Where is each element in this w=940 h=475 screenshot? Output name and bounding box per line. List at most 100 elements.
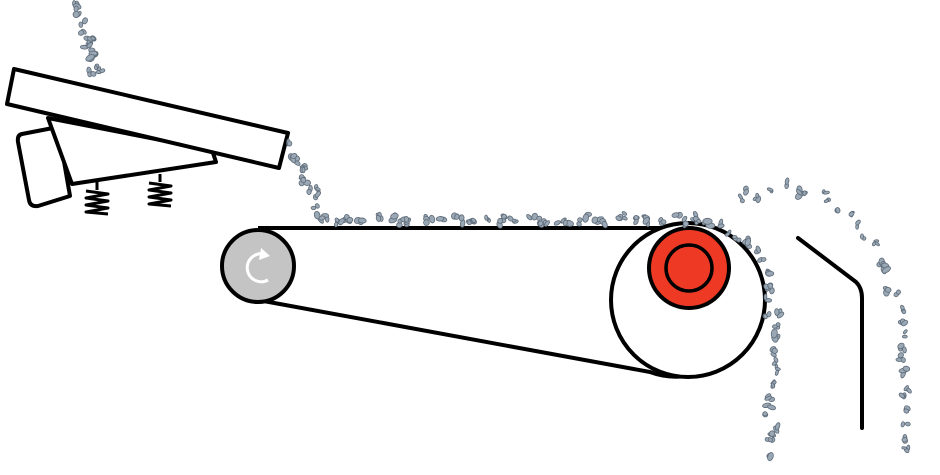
particle — [318, 213, 330, 223]
particle — [903, 405, 911, 414]
particle — [400, 216, 412, 225]
particle — [769, 346, 778, 358]
particle — [901, 444, 911, 454]
particle — [85, 50, 98, 63]
particle — [299, 165, 306, 174]
particle — [903, 385, 912, 394]
particle — [671, 211, 683, 219]
particle — [313, 184, 321, 193]
vibratory-feeder — [5, 67, 290, 216]
particle — [855, 219, 861, 230]
particle — [772, 322, 781, 330]
particle — [893, 289, 901, 298]
particle — [286, 138, 293, 147]
particle — [582, 211, 593, 223]
particle — [901, 434, 909, 444]
particle — [821, 189, 830, 195]
particle — [310, 203, 320, 211]
particle — [744, 237, 752, 249]
particle — [458, 214, 466, 228]
particle — [764, 268, 775, 277]
particle — [762, 311, 772, 320]
particle — [848, 210, 855, 218]
rotation-arrow-head — [259, 248, 270, 260]
rotation-arrow-icon — [245, 252, 269, 284]
particle — [658, 217, 667, 227]
particle — [312, 190, 322, 201]
particle — [900, 421, 911, 428]
particle — [717, 218, 725, 229]
particle — [897, 318, 909, 327]
particle — [388, 212, 399, 224]
particle — [632, 214, 640, 226]
spring-icon — [147, 174, 173, 208]
splitter-plate — [796, 236, 864, 430]
particle — [541, 218, 550, 227]
particle — [732, 235, 742, 243]
particle — [451, 212, 460, 220]
particle — [880, 262, 891, 275]
particle — [78, 28, 87, 36]
particle — [642, 214, 651, 228]
particle — [470, 217, 477, 224]
spring-icon — [84, 182, 110, 216]
particle — [796, 189, 807, 197]
particle — [860, 233, 867, 241]
particle — [898, 392, 907, 400]
particle — [763, 293, 773, 303]
particle — [375, 215, 384, 222]
particle — [681, 215, 689, 229]
particle — [784, 177, 790, 189]
particle — [78, 17, 88, 28]
particle — [882, 286, 892, 297]
particle — [895, 352, 906, 363]
particle — [692, 216, 702, 225]
particle — [767, 430, 777, 443]
particle — [500, 213, 514, 222]
particle — [766, 452, 774, 462]
particle — [86, 66, 97, 78]
particle — [773, 422, 781, 434]
particle — [396, 218, 410, 228]
particle — [762, 411, 769, 418]
particle — [536, 215, 545, 228]
particle — [289, 153, 301, 164]
drive-pulley — [220, 228, 296, 304]
particle — [752, 192, 762, 204]
particle — [496, 217, 507, 229]
particle — [767, 282, 775, 295]
particle — [306, 184, 313, 195]
particle — [576, 217, 583, 227]
particle — [766, 187, 774, 194]
particle — [738, 193, 745, 204]
particle — [724, 229, 732, 237]
particle — [435, 216, 448, 223]
particle — [344, 214, 354, 224]
particle — [484, 214, 491, 223]
particle — [898, 365, 911, 379]
particle — [900, 304, 907, 315]
particle — [87, 36, 96, 42]
particle — [774, 308, 785, 319]
particle — [333, 217, 341, 228]
particle — [897, 342, 907, 354]
belt-conveyor — [220, 221, 767, 379]
particle — [701, 217, 716, 229]
particle — [901, 329, 908, 339]
particle — [511, 218, 519, 224]
particle — [562, 219, 574, 227]
particle — [95, 68, 106, 75]
particle — [834, 207, 841, 214]
particle — [423, 214, 436, 226]
magnetic-rotor-core — [664, 243, 714, 293]
feeder-tray — [5, 67, 290, 170]
particle — [86, 39, 93, 49]
material-particles — [72, 0, 912, 462]
particle — [764, 393, 776, 403]
particle — [72, 3, 82, 12]
particle — [298, 176, 312, 187]
particle — [526, 212, 538, 221]
particle — [354, 216, 367, 226]
